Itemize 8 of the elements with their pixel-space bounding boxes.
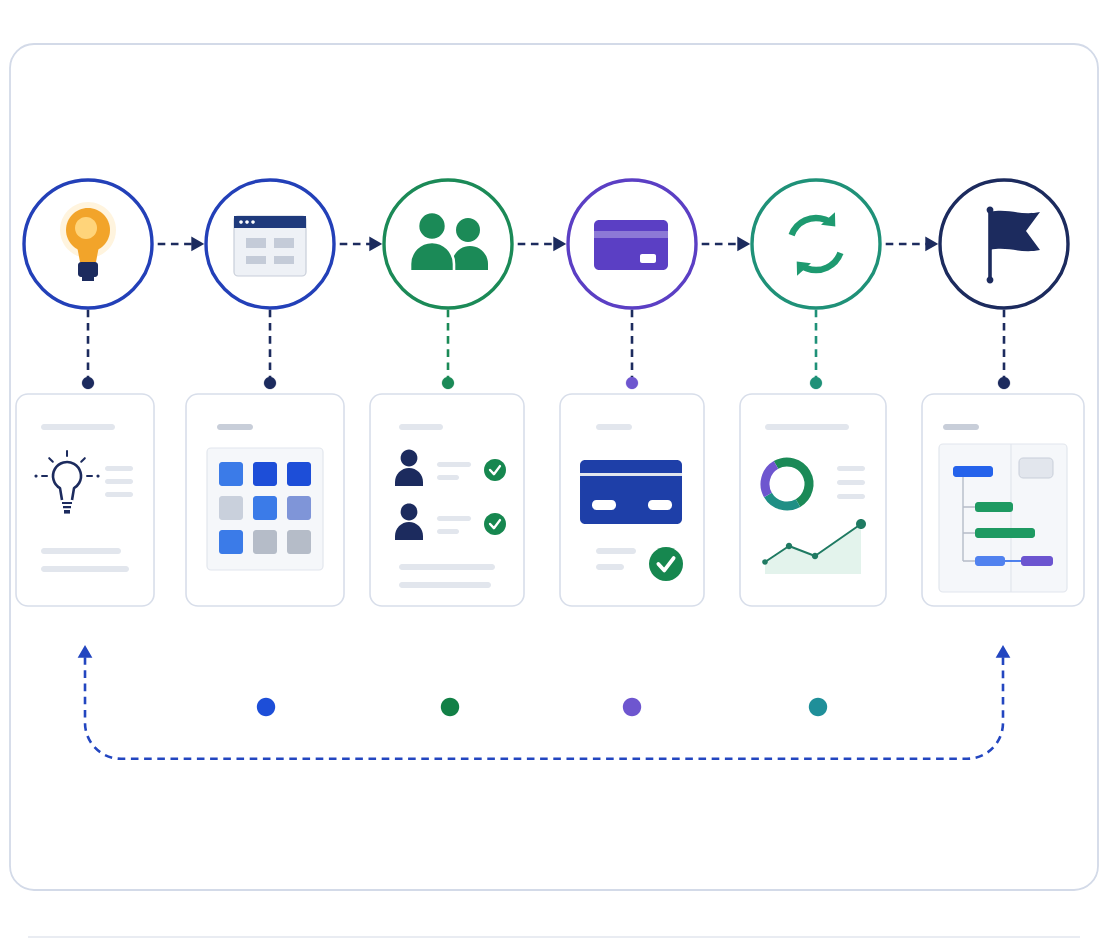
connector-line	[1002, 309, 1006, 377]
step-circle	[750, 178, 882, 310]
connector-line	[86, 309, 90, 377]
card	[15, 393, 155, 607]
connector-line	[268, 309, 272, 377]
connector-line	[814, 309, 818, 377]
connector-line	[630, 309, 634, 377]
connector-line	[446, 309, 450, 377]
